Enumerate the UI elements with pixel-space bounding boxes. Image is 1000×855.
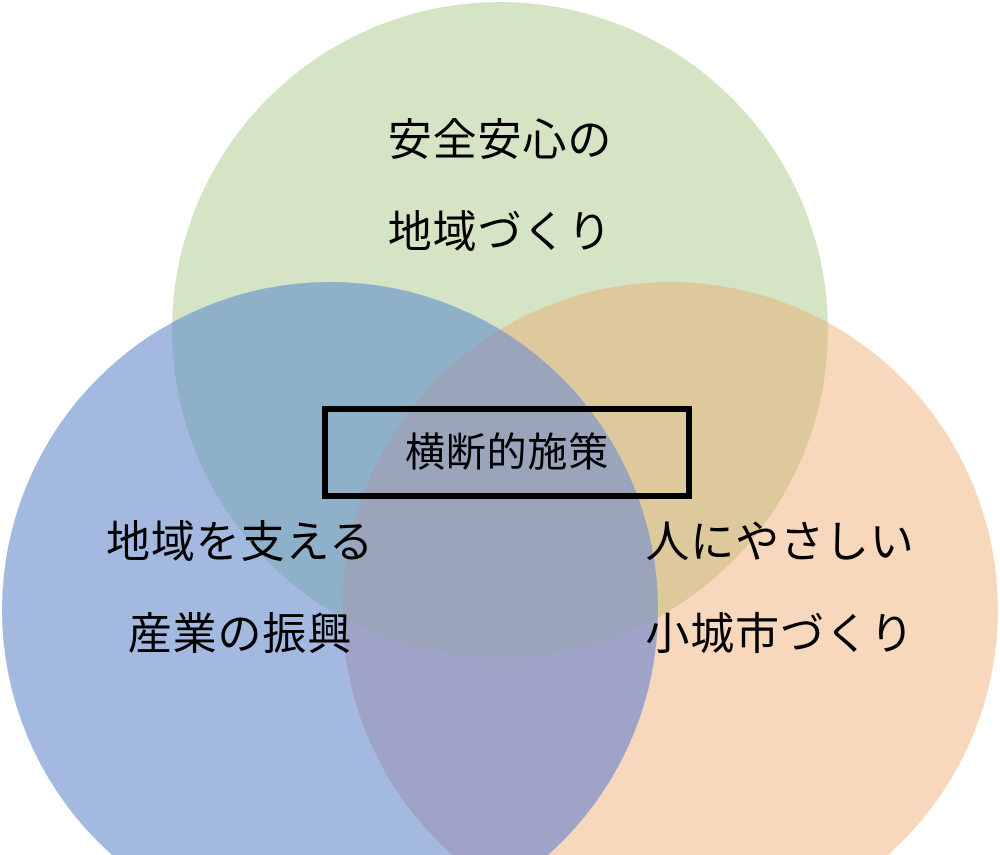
overlap-center-triple <box>342 282 658 658</box>
cross-cutting-policy-box: 横断的施策 <box>322 406 692 499</box>
overlap-center-group <box>342 282 658 658</box>
cross-cutting-policy-label: 横断的施策 <box>405 429 609 476</box>
